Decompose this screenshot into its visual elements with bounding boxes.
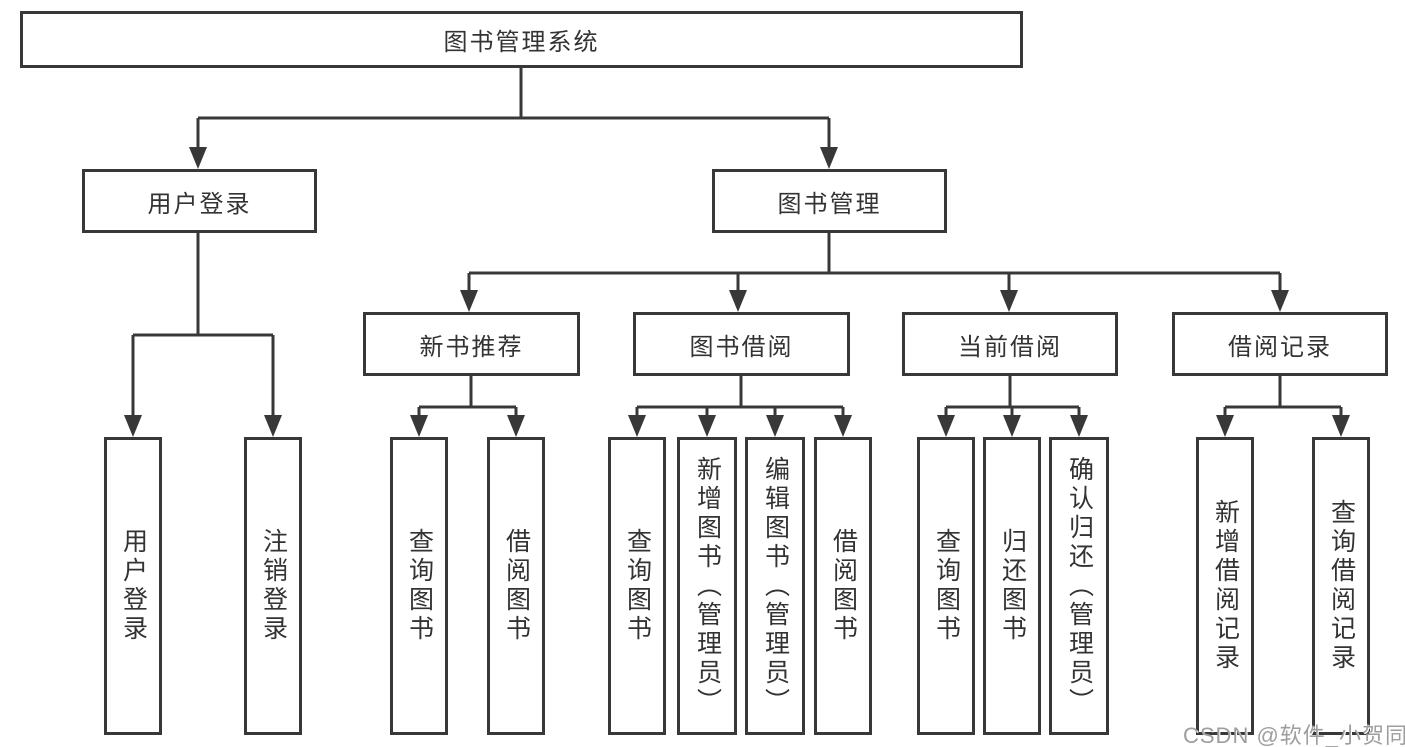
leaf-query-borrow-record: 查询借阅记录 xyxy=(1312,437,1370,735)
arrow-icon xyxy=(729,290,747,312)
leaf-borrow-books-borrow: 借阅图书 xyxy=(814,437,872,735)
node-new-book-recommend-label: 新书推荐 xyxy=(419,333,524,361)
arrow-icon xyxy=(124,415,142,437)
arrow-icon xyxy=(264,415,282,437)
leaf-logout-label: 注销登录 xyxy=(259,528,288,644)
arrow-icon xyxy=(507,415,525,437)
node-user-login: 用户登录 xyxy=(82,169,317,233)
node-new-book-recommend: 新书推荐 xyxy=(363,312,580,376)
arrow-icon xyxy=(1271,290,1289,312)
arrow-icon xyxy=(1216,415,1234,437)
leaf-query-books-recommend-label: 查询图书 xyxy=(405,528,434,644)
node-root-label: 图书管理系统 xyxy=(443,29,600,56)
connector-path xyxy=(131,68,1343,422)
leaf-edit-book-admin-label: 编辑图书（管理员） xyxy=(761,455,790,717)
node-current-borrow: 当前借阅 xyxy=(902,312,1118,376)
node-borrow-records-label: 借阅记录 xyxy=(1228,333,1332,361)
arrow-icon xyxy=(834,415,852,437)
leaf-return-book-label: 归还图书 xyxy=(998,528,1027,644)
leaf-return-book: 归还图书 xyxy=(983,437,1041,735)
node-root: 图书管理系统 xyxy=(20,11,1023,68)
arrow-icon xyxy=(1332,415,1350,437)
node-current-borrow-label: 当前借阅 xyxy=(958,333,1062,361)
leaf-add-book-admin: 新增图书（管理员） xyxy=(677,437,737,735)
arrow-icon xyxy=(1000,290,1018,312)
leaf-confirm-return-admin-label: 确认归还（管理员） xyxy=(1065,455,1094,717)
arrow-icon xyxy=(460,290,478,312)
arrow-icon xyxy=(410,415,428,437)
node-borrow-records: 借阅记录 xyxy=(1172,312,1388,376)
leaf-borrow-books-recommend-label: 借阅图书 xyxy=(502,528,531,644)
node-user-login-label: 用户登录 xyxy=(147,190,252,218)
leaf-user-login-label: 用户登录 xyxy=(119,528,148,644)
arrow-icon xyxy=(1003,415,1021,437)
arrow-icon xyxy=(628,415,646,437)
csdn-watermark: CSDN @软件_小贺同学 xyxy=(1183,723,1405,747)
leaf-add-borrow-record: 新增借阅记录 xyxy=(1196,437,1254,735)
arrow-icon xyxy=(937,415,955,437)
leaf-edit-book-admin: 编辑图书（管理员） xyxy=(745,437,805,735)
leaf-confirm-return-admin: 确认归还（管理员） xyxy=(1049,437,1109,735)
leaf-add-book-admin-label: 新增图书（管理员） xyxy=(693,455,722,717)
leaf-query-borrow-record-label: 查询借阅记录 xyxy=(1327,499,1356,673)
leaf-query-books-current: 查询图书 xyxy=(917,437,975,735)
arrow-icon xyxy=(1070,415,1088,437)
node-book-borrow-label: 图书借阅 xyxy=(689,333,794,361)
arrow-icon xyxy=(820,147,838,169)
leaf-query-books-borrow-label: 查询图书 xyxy=(623,528,652,644)
leaf-logout: 注销登录 xyxy=(244,437,302,735)
node-book-borrow: 图书借阅 xyxy=(633,312,850,376)
leaf-user-login: 用户登录 xyxy=(104,437,162,735)
node-book-management: 图书管理 xyxy=(712,169,947,233)
arrow-icon xyxy=(766,415,784,437)
leaf-add-borrow-record-label: 新增借阅记录 xyxy=(1211,499,1240,673)
node-book-management-label: 图书管理 xyxy=(777,190,882,218)
leaf-borrow-books-recommend: 借阅图书 xyxy=(487,437,545,735)
leaf-query-books-current-label: 查询图书 xyxy=(932,528,961,644)
arrow-icon xyxy=(189,147,207,169)
arrowheads xyxy=(124,147,1350,437)
leaf-query-books-borrow: 查询图书 xyxy=(608,437,666,735)
leaf-query-books-recommend: 查询图书 xyxy=(390,437,448,735)
arrow-icon xyxy=(698,415,716,437)
leaf-borrow-books-borrow-label: 借阅图书 xyxy=(829,528,858,644)
